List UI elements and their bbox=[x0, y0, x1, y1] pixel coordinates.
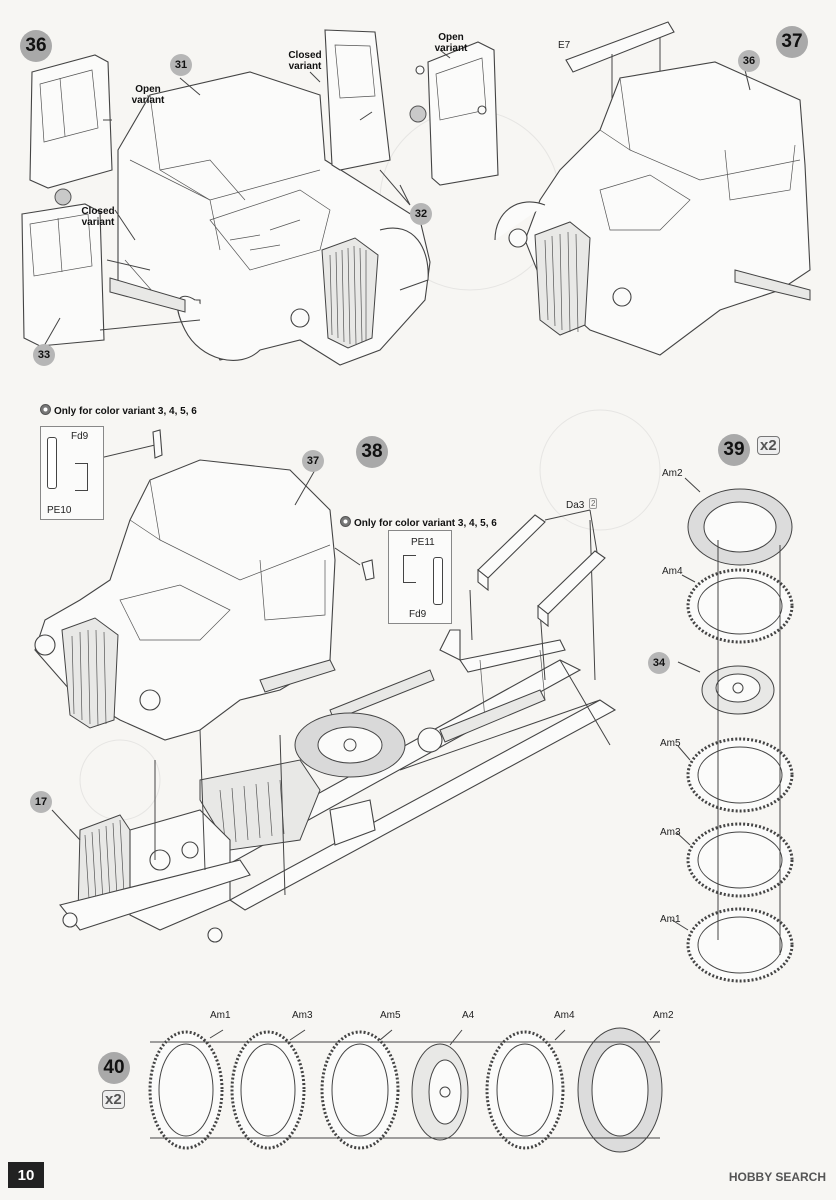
callout-36: 36 bbox=[738, 50, 760, 72]
pe11-part-shape bbox=[403, 555, 416, 583]
part-da3-quantity: 2 bbox=[589, 498, 598, 509]
callout-33: 33 bbox=[33, 344, 55, 366]
color-variant-icon bbox=[40, 404, 51, 415]
part-am3-label-row: Am3 bbox=[292, 1010, 313, 1021]
callout-32: 32 bbox=[410, 203, 432, 225]
detail-box-right: PE11 Fd9 bbox=[388, 530, 452, 624]
part-pe11-label: PE11 bbox=[411, 537, 435, 548]
step36-cab-drawing bbox=[21, 29, 499, 366]
part-am5-label: Am5 bbox=[660, 738, 681, 749]
step-38-badge: 38 bbox=[356, 436, 388, 468]
part-am2-label: Am2 bbox=[662, 468, 683, 479]
step-40-badge: 40 bbox=[98, 1052, 130, 1084]
detail-box-left: Fd9 PE10 bbox=[40, 426, 104, 520]
watermark: HOBBY SEARCH bbox=[728, 1170, 826, 1184]
pe10-part-shape bbox=[75, 463, 88, 491]
color-variant-note-right: Only for color variant 3, 4, 5, 6 bbox=[340, 516, 497, 529]
callout-34: 34 bbox=[648, 652, 670, 674]
step40-wheel-drawing bbox=[148, 1027, 663, 1153]
part-am4-label: Am4 bbox=[662, 566, 683, 577]
page-number: 10 bbox=[8, 1162, 44, 1188]
open-variant-label-right: Open variant bbox=[434, 32, 468, 54]
part-am5-label-row: Am5 bbox=[380, 1010, 401, 1021]
step-39-quantity: x2 bbox=[757, 436, 780, 455]
color-variant-note-text: Only for color variant 3, 4, 5, 6 bbox=[54, 406, 197, 417]
callout-31: 31 bbox=[170, 54, 192, 76]
color-variant-note-left: Only for color variant 3, 4, 5, 6 bbox=[40, 404, 197, 417]
step38-chassis-drawing bbox=[34, 429, 617, 943]
part-e7-label: E7 bbox=[558, 40, 571, 51]
part-a4-label: A4 bbox=[462, 1010, 475, 1021]
part-am3-label: Am3 bbox=[660, 827, 681, 838]
callout-37: 37 bbox=[302, 450, 324, 472]
part-am4-label-row: Am4 bbox=[554, 1010, 575, 1021]
part-fd9-label-left: Fd9 bbox=[71, 431, 89, 442]
open-variant-label-left: Open variant bbox=[131, 84, 165, 106]
step-39-badge: 39 bbox=[718, 434, 750, 466]
color-variant-icon-2 bbox=[340, 516, 351, 527]
part-am2-label-row: Am2 bbox=[653, 1010, 674, 1021]
part-da3-label: Da3 bbox=[566, 500, 585, 511]
step-40-quantity: x2 bbox=[102, 1090, 125, 1109]
fd9-part-shape bbox=[47, 437, 57, 489]
part-fd9-label-right: Fd9 bbox=[409, 609, 427, 620]
step-36-badge: 36 bbox=[20, 30, 52, 62]
closed-variant-label-left: Closed variant bbox=[81, 206, 115, 228]
step39-wheel-drawing bbox=[671, 477, 794, 983]
fd9-part-shape-2 bbox=[433, 557, 443, 605]
callout-17: 17 bbox=[30, 791, 52, 813]
color-variant-note-text-2: Only for color variant 3, 4, 5, 6 bbox=[354, 518, 497, 529]
step-37-badge: 37 bbox=[776, 26, 808, 58]
part-am1-label-row: Am1 bbox=[210, 1010, 231, 1021]
closed-variant-label-right: Closed variant bbox=[288, 50, 322, 72]
part-pe10-label: PE10 bbox=[47, 505, 72, 516]
step37-cab-drawing bbox=[494, 21, 811, 356]
part-am1-label: Am1 bbox=[660, 914, 681, 925]
